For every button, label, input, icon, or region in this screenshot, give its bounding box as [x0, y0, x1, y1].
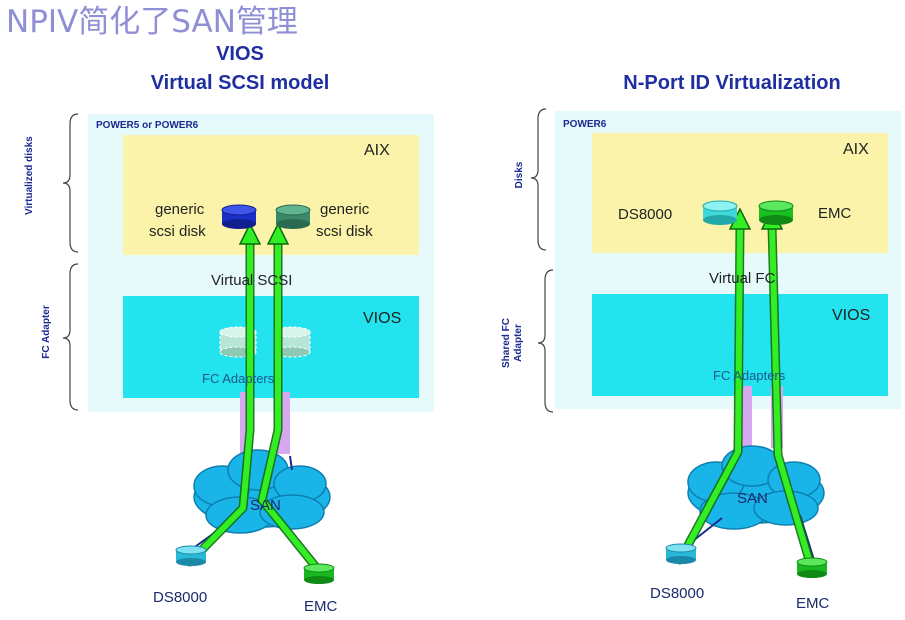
left-disk2-line2: scsi disk [316, 223, 373, 240]
left-virtual-scsi-label: Virtual SCSI [211, 272, 293, 289]
left-vios-box [123, 296, 419, 398]
left-san-label: SAN [250, 497, 281, 514]
right-side-label-bottom: Shared FC Adapter [501, 318, 524, 369]
left-power-label: POWER5 or POWER6 [96, 120, 199, 131]
right-storage-icon-ds8000 [665, 543, 697, 564]
left-brace-top [62, 113, 79, 253]
left-storage-icon-ds8000 [175, 545, 207, 566]
right-vios-label: VIOS [832, 307, 871, 324]
left-storage-icon-emc [303, 563, 335, 584]
right-storage-icon-emc [796, 557, 828, 578]
right-storage-ds8000-label: DS8000 [650, 585, 705, 602]
right-fc-adapters-label: FC Adapters [713, 368, 786, 383]
left-arrowhead-2 [266, 222, 290, 245]
right-brace-top [530, 108, 547, 251]
right-side-label-top: Disks [514, 161, 525, 189]
right-arrow-emc [769, 222, 815, 573]
left-link-emc [289, 455, 293, 471]
left-disk1-line1: generic [155, 201, 205, 218]
left-brace-bottom [62, 263, 79, 411]
right-power-label: POWER6 [563, 119, 607, 130]
right-disk-icon-ds8000 [702, 200, 738, 225]
right-arrow-ds8000 [677, 222, 743, 563]
left-aix-label: AIX [364, 142, 390, 159]
left-disk-icon-1 [221, 204, 257, 229]
left-arrowhead-1 [238, 222, 262, 245]
left-fc-adapters-label: FC Adapters [202, 371, 275, 386]
left-fc-adapter-2 [273, 326, 311, 358]
left-disk1-line2: scsi disk [149, 223, 206, 240]
right-disk-ds8000-label: DS8000 [618, 206, 673, 223]
left-side-label-top: Virtualized disks [24, 136, 35, 215]
right-brace-bottom [537, 269, 554, 413]
left-heading-line2: Virtual SCSI model [150, 72, 330, 94]
page-title: NPIV简化了SAN管理 [6, 4, 298, 40]
left-storage-emc-label: EMC [304, 598, 338, 615]
left-disk-icon-2 [275, 204, 311, 229]
right-heading: N-Port ID Virtualization [623, 72, 841, 94]
right-virtual-fc-label: Virtual FC [709, 270, 776, 287]
right-storage-emc-label: EMC [796, 595, 830, 612]
right-disk-emc-label: EMC [818, 205, 852, 222]
left-storage-ds8000-label: DS8000 [153, 589, 208, 606]
left-arrow-emc [259, 237, 323, 575]
left-heading-line1: VIOS [216, 43, 264, 65]
right-aix-label: AIX [843, 141, 869, 158]
right-san-label: SAN [737, 490, 768, 507]
left-side-label-bottom: FC Adapter [41, 305, 52, 359]
right-disk-icon-emc [758, 200, 794, 225]
right-adapter-port-1 [740, 386, 752, 448]
left-aix-box [123, 135, 419, 255]
left-vios-label: VIOS [363, 310, 402, 327]
left-arrow-ds8000 [187, 237, 253, 565]
left-disk2-line1: generic [320, 201, 370, 218]
